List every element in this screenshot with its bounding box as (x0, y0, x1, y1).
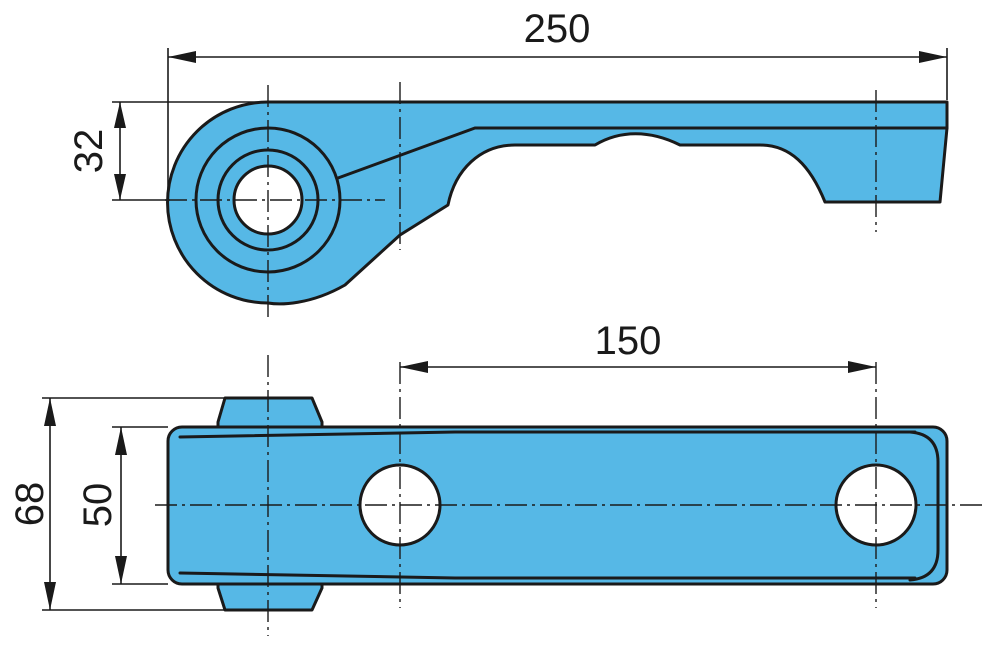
flange-line (336, 126, 949, 180)
arrowhead-up (114, 102, 126, 128)
taper-line-top (178, 430, 917, 439)
plan-view (155, 355, 985, 636)
side-view (165, 82, 949, 318)
taper-line-bottom (178, 571, 917, 580)
bar-inner-edge (908, 430, 940, 582)
arrowhead-up (44, 398, 56, 426)
dimension-label-150: 150 (595, 319, 662, 363)
dimension-hole-spacing: 150 (400, 319, 876, 373)
arrowhead-down (114, 174, 126, 200)
dimension-label-250: 250 (524, 7, 591, 51)
dimension-label-68: 68 (8, 482, 52, 527)
arrowhead-up (115, 427, 127, 455)
arrowhead-right (919, 51, 947, 63)
dimension-label-32: 32 (67, 129, 111, 174)
side-view-outline (166, 100, 949, 306)
arrowhead-left (400, 361, 428, 373)
dimension-label-50: 50 (76, 483, 120, 528)
arrowhead-down (44, 582, 56, 610)
dimension-body-width: 50 (76, 426, 168, 585)
dimension-overall-length: 250 (167, 7, 948, 198)
dimension-eye-offset: 32 (67, 101, 268, 201)
arrowhead-down (115, 556, 127, 584)
dimension-eye-width: 68 (8, 397, 225, 611)
arrowhead-right (848, 361, 876, 373)
arrowhead-left (168, 51, 196, 63)
